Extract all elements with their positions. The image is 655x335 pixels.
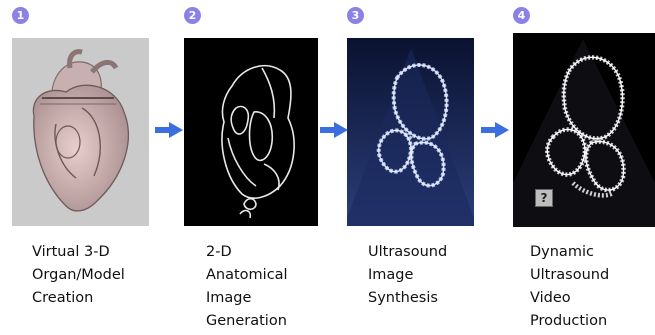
caption-line: 2-D bbox=[206, 241, 288, 264]
ultrasound-video-image: ? bbox=[513, 33, 655, 227]
caption-line: Organ/Model bbox=[32, 264, 125, 287]
step-caption: Ultrasound Image Synthesis bbox=[368, 241, 447, 310]
step-number-badge: 4 bbox=[513, 7, 530, 24]
caption-line: Image bbox=[368, 264, 447, 287]
right-arrow-icon bbox=[155, 122, 183, 138]
caption-line: Generation bbox=[206, 310, 288, 333]
caption-line: Video bbox=[530, 287, 609, 310]
step-number-badge: 1 bbox=[12, 7, 29, 24]
synthetic-ultrasound-image bbox=[347, 38, 474, 226]
step-number-badge: 3 bbox=[347, 7, 364, 24]
right-arrow-icon bbox=[481, 122, 509, 138]
caption-line: Dynamic bbox=[530, 241, 609, 264]
question-mark-icon: ? bbox=[535, 189, 553, 207]
step-caption: 2-D Anatomical Image Generation bbox=[206, 241, 288, 333]
step-number-badge: 2 bbox=[184, 7, 201, 24]
heart-3d-model-image bbox=[12, 38, 149, 226]
caption-line: Anatomical bbox=[206, 264, 288, 287]
caption-line: Production bbox=[530, 310, 609, 333]
caption-line: Image bbox=[206, 287, 288, 310]
step-caption: Virtual 3-D Organ/Model Creation bbox=[32, 241, 125, 310]
step-caption: Dynamic Ultrasound Video Production bbox=[530, 241, 609, 333]
caption-line: Creation bbox=[32, 287, 125, 310]
caption-line: Virtual 3-D bbox=[32, 241, 125, 264]
caption-line: Ultrasound bbox=[530, 264, 609, 287]
right-arrow-icon bbox=[320, 122, 348, 138]
heart-contour-image bbox=[184, 38, 318, 226]
caption-line: Ultrasound bbox=[368, 241, 447, 264]
caption-line: Synthesis bbox=[368, 287, 447, 310]
